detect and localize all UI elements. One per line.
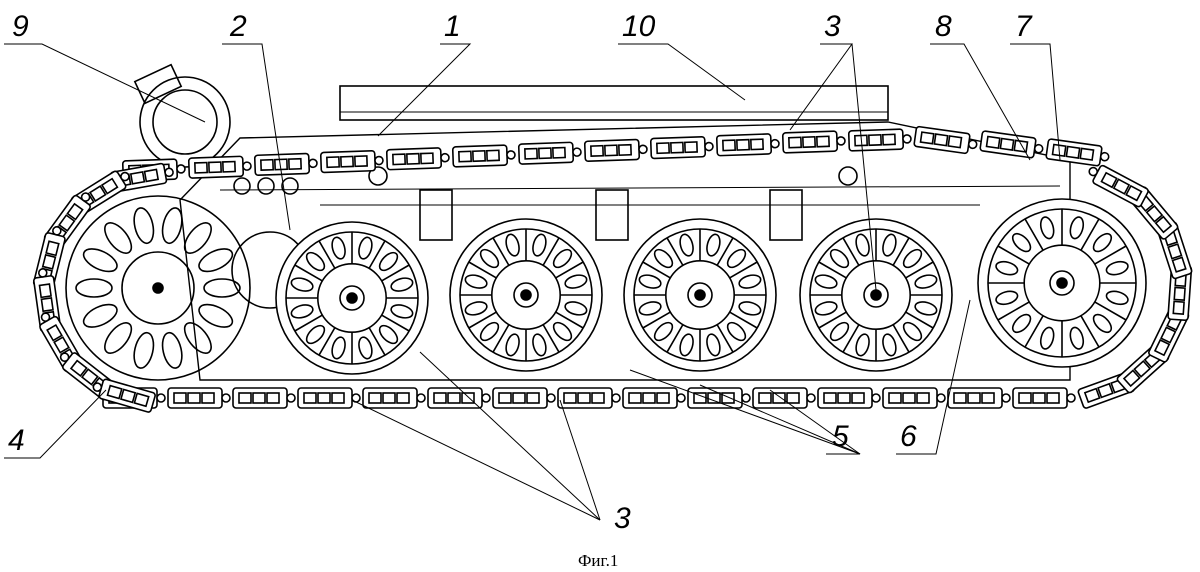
- track-link: [517, 141, 582, 165]
- track-link: [1045, 138, 1110, 167]
- track-link: [622, 387, 686, 409]
- track-link: [913, 125, 978, 155]
- leader-line: [769, 389, 861, 455]
- leader-line: [377, 43, 472, 137]
- track-link: [649, 135, 714, 160]
- track-link: [752, 387, 816, 409]
- upper-housing: [339, 85, 889, 121]
- leader-line: [930, 43, 1031, 161]
- track-link: [557, 387, 621, 409]
- figure-caption: Фиг.1: [578, 551, 618, 570]
- track-link: [847, 128, 912, 152]
- track-link: [232, 387, 296, 409]
- leader-line: [4, 389, 107, 459]
- ref-label-1: 1: [444, 10, 461, 43]
- ref-label-2: 2: [229, 10, 247, 43]
- drive-sprocket: [65, 195, 251, 381]
- leader-line: [1010, 43, 1061, 161]
- track-link: [882, 387, 946, 409]
- track-link: [187, 155, 252, 179]
- leader-line: [699, 384, 861, 455]
- leader-line: [896, 299, 971, 455]
- track-link: [92, 378, 156, 413]
- track-link: [1012, 387, 1076, 409]
- track-link: [715, 133, 780, 157]
- ref-label-10: 10: [622, 10, 656, 43]
- leader-line: [222, 43, 291, 231]
- road-wheel: [977, 198, 1147, 368]
- ref-label-3-bottom: 3: [614, 502, 631, 535]
- track-link: [253, 152, 318, 177]
- leader-line: [851, 43, 877, 291]
- leader-line: [419, 351, 601, 521]
- track-link: [817, 387, 881, 409]
- hull-frame: [179, 121, 1071, 381]
- leader-line: [618, 43, 746, 101]
- track-link: [451, 144, 516, 168]
- track-link: [167, 387, 231, 409]
- track-link: [427, 387, 491, 409]
- track-link: [583, 138, 648, 163]
- leader-line: [4, 43, 206, 123]
- road-wheel: [623, 218, 777, 372]
- ref-label-7: 7: [1015, 10, 1033, 43]
- track-link: [1088, 164, 1149, 208]
- track-link: [947, 387, 1011, 409]
- reference-numerals: 9 2 1 10 3 8 7 4 5 6 3: [8, 10, 1033, 535]
- track-link: [781, 130, 846, 154]
- road-wheel: [799, 218, 953, 372]
- leader-line: [351, 399, 601, 521]
- track-link: [687, 387, 751, 409]
- leader-line: [789, 43, 853, 131]
- track-link: [319, 149, 384, 174]
- track-link: [385, 147, 450, 171]
- road-wheel: [275, 221, 429, 375]
- ref-label-3-top: 3: [824, 10, 841, 43]
- track-link: [492, 387, 556, 409]
- ref-label-6: 6: [900, 420, 917, 453]
- track-link: [979, 130, 1044, 159]
- leader-line: [629, 369, 861, 455]
- track-link: [297, 387, 361, 409]
- ref-label-5: 5: [832, 420, 849, 453]
- ref-label-8: 8: [935, 10, 952, 43]
- ref-label-9: 9: [12, 10, 29, 43]
- road-wheel: [449, 218, 603, 372]
- ref-label-4: 4: [8, 424, 25, 457]
- leader-line: [559, 399, 601, 521]
- track-link: [362, 387, 426, 409]
